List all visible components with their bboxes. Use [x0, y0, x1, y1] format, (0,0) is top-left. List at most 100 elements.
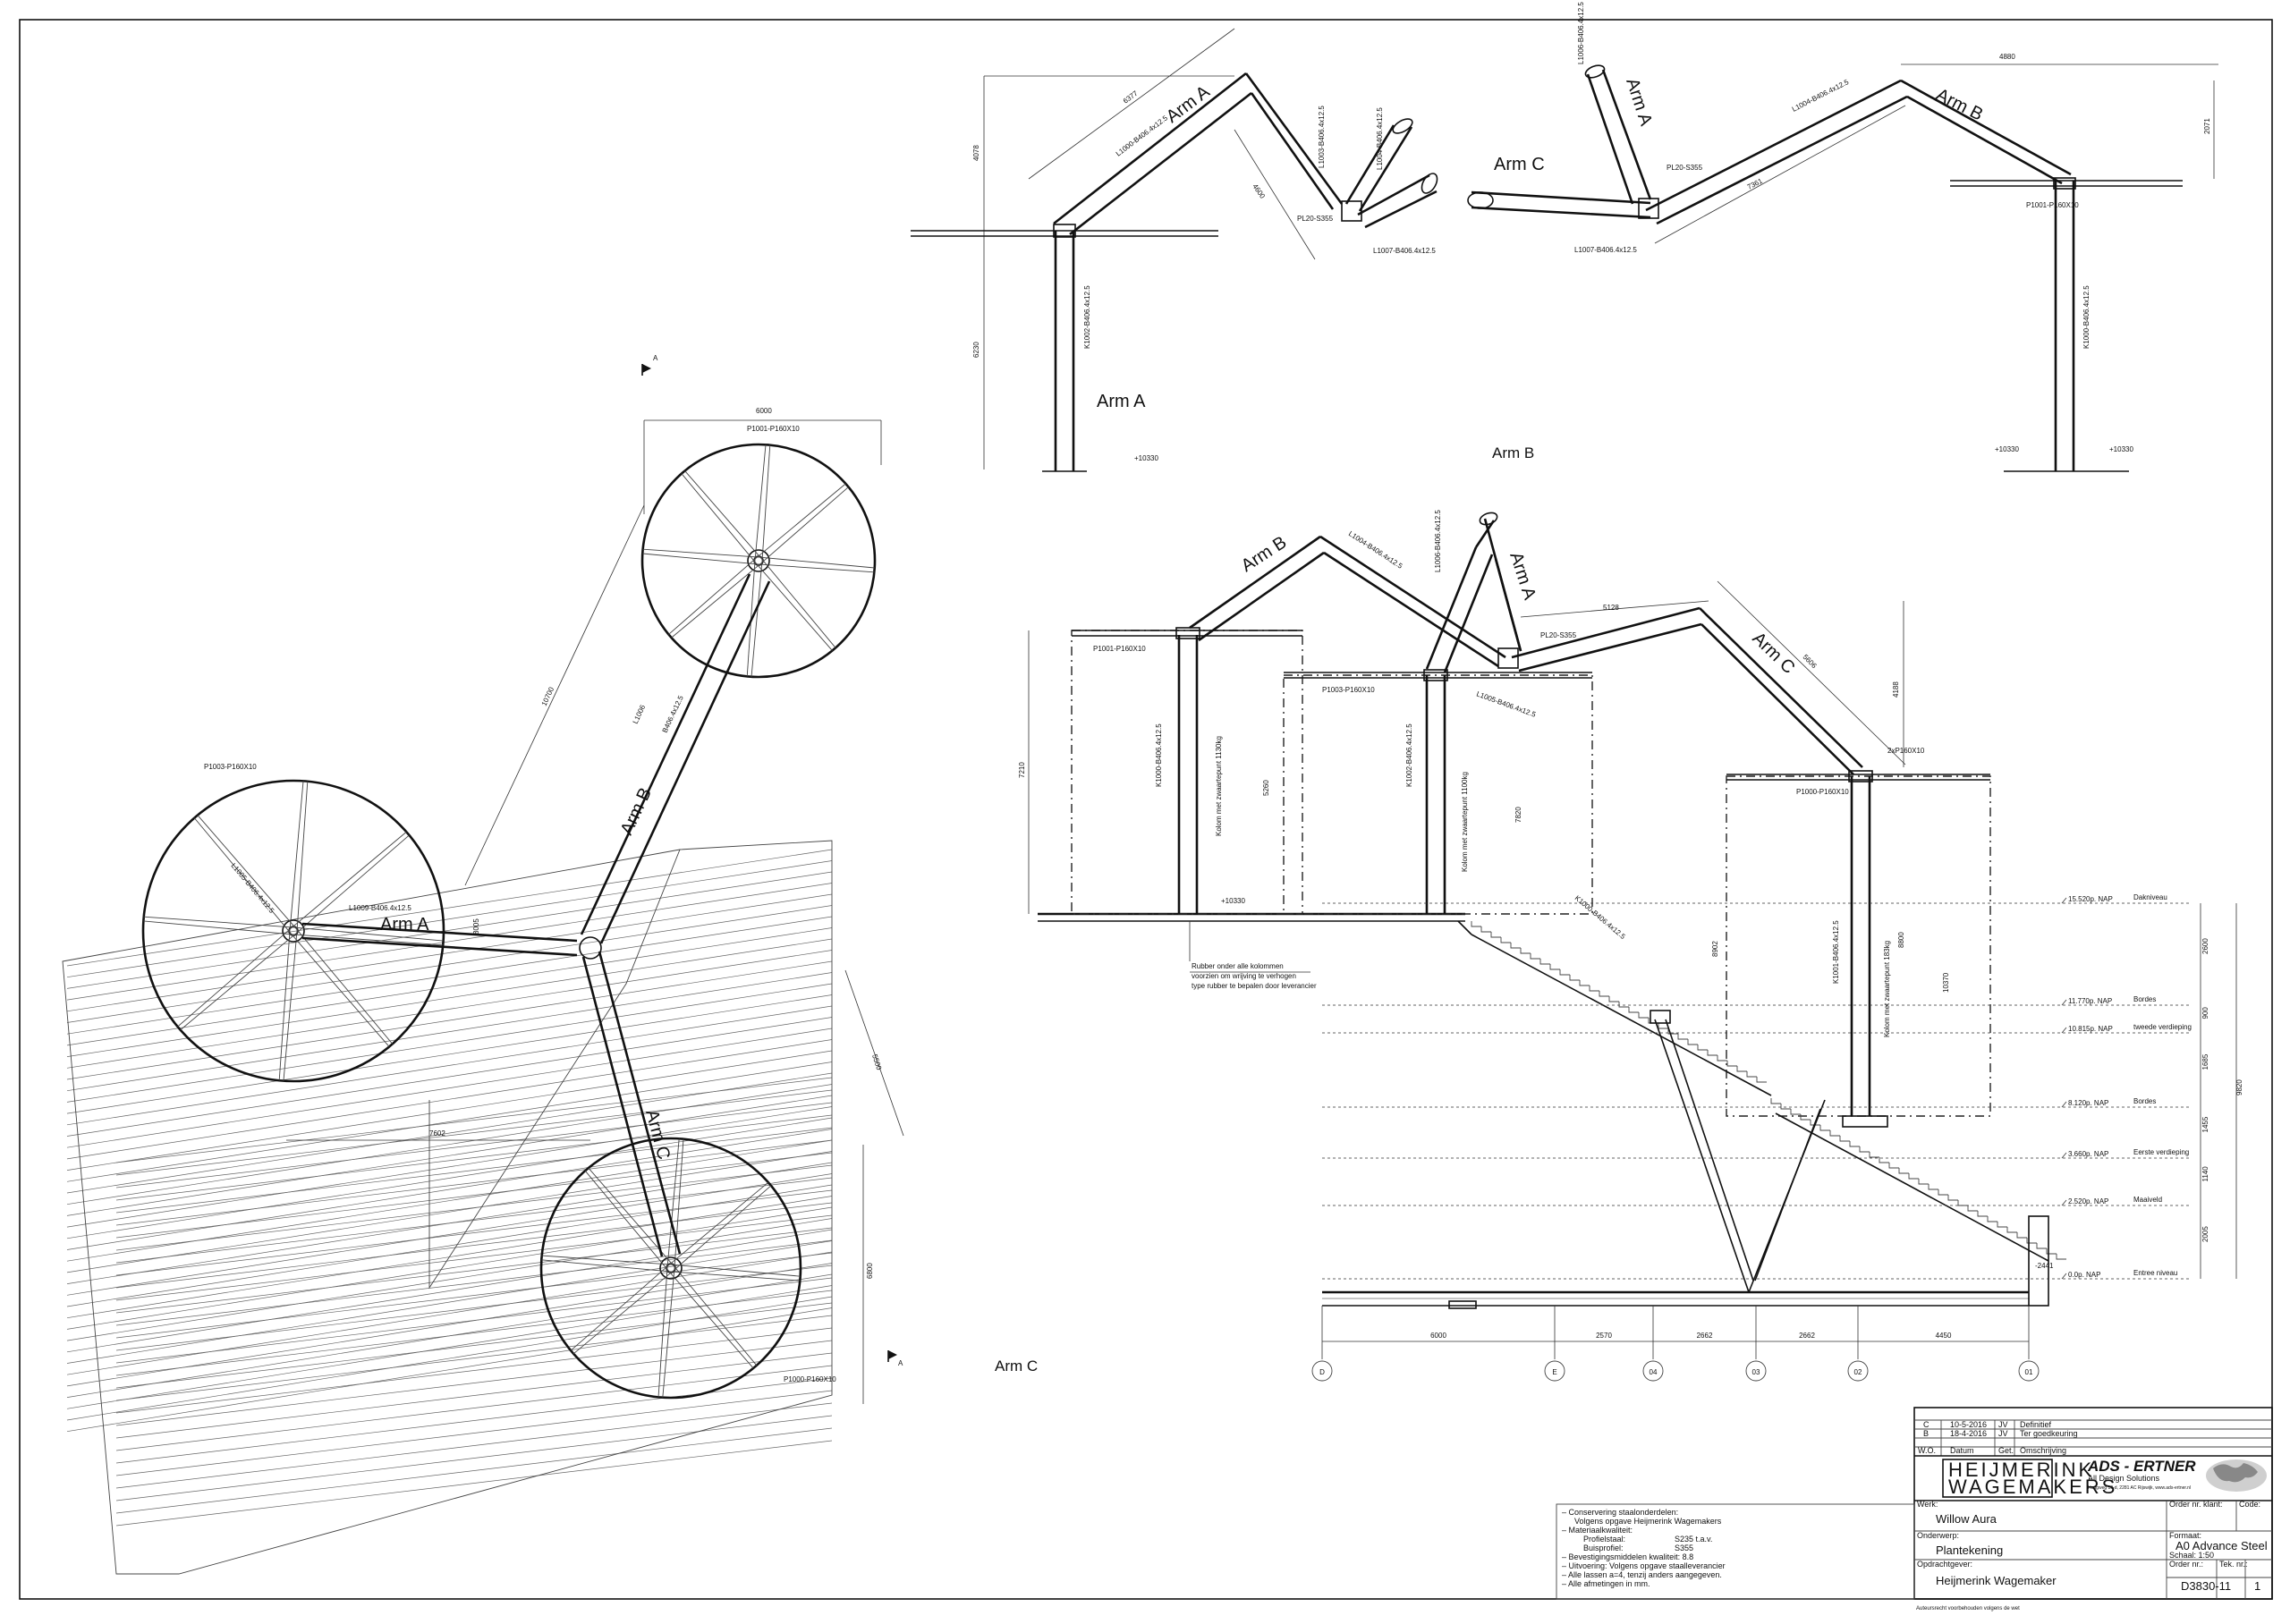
svg-text:B: B	[1923, 1429, 1929, 1438]
svg-text:Haagweg 10-d, 2281 AC Rijswijk: Haagweg 10-d, 2281 AC Rijswijk, www.ads-…	[2088, 1485, 2191, 1491]
grid-label: 02	[1854, 1368, 1862, 1376]
umbrella-rib	[671, 1264, 801, 1277]
plan-arm-a	[301, 922, 578, 957]
hatch-line	[115, 1415, 833, 1501]
hatch-line	[66, 1240, 833, 1364]
hatch-line	[66, 893, 833, 1012]
level-label: Maaiveld	[2133, 1196, 2162, 1204]
hatch-line	[115, 1315, 833, 1401]
note-line: Volgens opgave Heijmerink Wagemakers	[1574, 1517, 1722, 1526]
grid-bubble	[1544, 1360, 1565, 1382]
stair-step	[1726, 1061, 1737, 1067]
plan-dim-top: 6000	[756, 407, 772, 415]
hatch-line	[66, 1296, 833, 1421]
svg-text:L1006-B406.4x12.5: L1006-B406.4x12.5	[1577, 2, 1585, 64]
hatch-line	[66, 938, 833, 1057]
svg-text:7361: 7361	[1746, 176, 1764, 190]
level-value: 3.660p. NAP	[2068, 1150, 2108, 1158]
hatch-line	[66, 1229, 833, 1353]
level-tick	[2061, 1273, 2067, 1280]
hatch-line	[66, 1062, 833, 1182]
level-dim: 1685	[2201, 1053, 2209, 1070]
svg-text:4880: 4880	[1999, 53, 2015, 61]
stair-step	[1579, 980, 1590, 986]
svg-text:K1000-B406.4x12.5: K1000-B406.4x12.5	[2082, 285, 2091, 349]
stair-step	[1628, 1007, 1639, 1013]
hatch-line	[115, 1340, 833, 1426]
svg-text:Arm C: Arm C	[1494, 155, 1545, 174]
stair-step	[1800, 1114, 1811, 1121]
hatch-line	[66, 1028, 833, 1148]
umbrella-rib	[756, 483, 846, 559]
level-tick	[2061, 1027, 2067, 1034]
arm-a-label: Arm A	[1097, 392, 1146, 411]
svg-text:4078: 4078	[972, 145, 980, 161]
note-line: – Alle afmetingen in mm.	[1562, 1579, 1650, 1588]
stair-step	[1549, 964, 1560, 970]
plan-arm-b	[580, 573, 771, 944]
hatch-line	[66, 950, 833, 1069]
svg-text:Werk:: Werk:	[1917, 1500, 1938, 1509]
hatch-line	[66, 1285, 833, 1409]
plan-part-p1003: P1003-P160X10	[204, 763, 257, 771]
umbrella-rib	[642, 553, 759, 565]
hatch-line	[66, 1263, 833, 1387]
umbrella-rib	[290, 933, 390, 1047]
stair-step	[1471, 921, 1481, 927]
svg-text:Kolom met zwaartepunt 1130kg: Kolom met zwaartepunt 1130kg	[1215, 736, 1223, 836]
level-value: 15.520p. NAP	[2068, 895, 2113, 903]
svg-text:P1001-P160X10: P1001-P160X10	[2026, 201, 2079, 209]
hatch-line	[66, 860, 833, 978]
svg-text:L1003-B406.4x12.5: L1003-B406.4x12.5	[1318, 106, 1326, 168]
stair-step	[1500, 937, 1511, 943]
svg-text:+10330: +10330	[1995, 445, 2019, 453]
svg-text:5606: 5606	[1802, 653, 1819, 670]
note-line: Profielstaal:	[1583, 1535, 1625, 1544]
hatch-line	[66, 960, 833, 1080]
level-tick	[2061, 1101, 2067, 1108]
umbrella-rib	[666, 1138, 680, 1268]
svg-text:P1003-P160X10: P1003-P160X10	[1322, 686, 1375, 694]
svg-text:Definitief: Definitief	[2020, 1420, 2052, 1429]
umbrella-rib	[572, 1270, 674, 1355]
umbrella-rib	[759, 556, 875, 569]
hatch-line	[115, 1139, 833, 1226]
svg-text:10370: 10370	[1942, 972, 1950, 993]
svg-text:C: C	[1923, 1420, 1930, 1429]
client-name: Heijmerink Wagemaker	[1936, 1574, 2057, 1587]
hatch-line	[66, 849, 833, 967]
stair-step	[1687, 1039, 1698, 1045]
umbrella-rib	[293, 934, 444, 946]
level-value: 8.120p. NAP	[2068, 1099, 2108, 1107]
level-dim: 900	[2201, 1007, 2209, 1019]
hatch-line	[66, 1005, 833, 1126]
hatch-line	[115, 1440, 833, 1527]
note-line: – Materiaalkwaliteit:	[1562, 1526, 1633, 1535]
svg-text:6230: 6230	[972, 342, 980, 358]
hatch-line	[66, 1307, 833, 1433]
svg-text:8800: 8800	[1897, 932, 1905, 948]
landing	[1842, 1115, 1888, 1128]
svg-text:WAGEMAKERS: WAGEMAKERS	[1948, 1476, 2117, 1498]
svg-text:Formaat:: Formaat:	[2169, 1531, 2201, 1540]
umbrella-rib	[751, 561, 763, 677]
hatch-line	[66, 1117, 833, 1239]
umbrella-rib	[143, 920, 293, 935]
svg-text:K1000-B406.4x12.5: K1000-B406.4x12.5	[1573, 894, 1627, 942]
umbrella-rib	[673, 1265, 758, 1366]
hatch-line	[115, 1077, 833, 1163]
svg-text:2xP160X10: 2xP160X10	[1887, 747, 1925, 755]
stair-step	[1638, 1012, 1649, 1019]
umbrella-rib	[662, 1268, 675, 1398]
svg-text:Onderwerp:: Onderwerp:	[1917, 1531, 1959, 1540]
hatch-line	[66, 1050, 833, 1171]
grid-bubble	[1745, 1360, 1767, 1382]
svg-text:Order nr. klant:: Order nr. klant:	[2169, 1500, 2223, 1509]
staircase	[1471, 921, 2066, 1262]
title-block: 10-5-2016 C JV Definitief 18-4-2016 B JV…	[1556, 1407, 2273, 1611]
svg-text:7210: 7210	[1018, 762, 1026, 778]
level-label: Dakniveau	[2133, 893, 2167, 901]
svg-text:PL20-S355: PL20-S355	[1667, 164, 1703, 172]
